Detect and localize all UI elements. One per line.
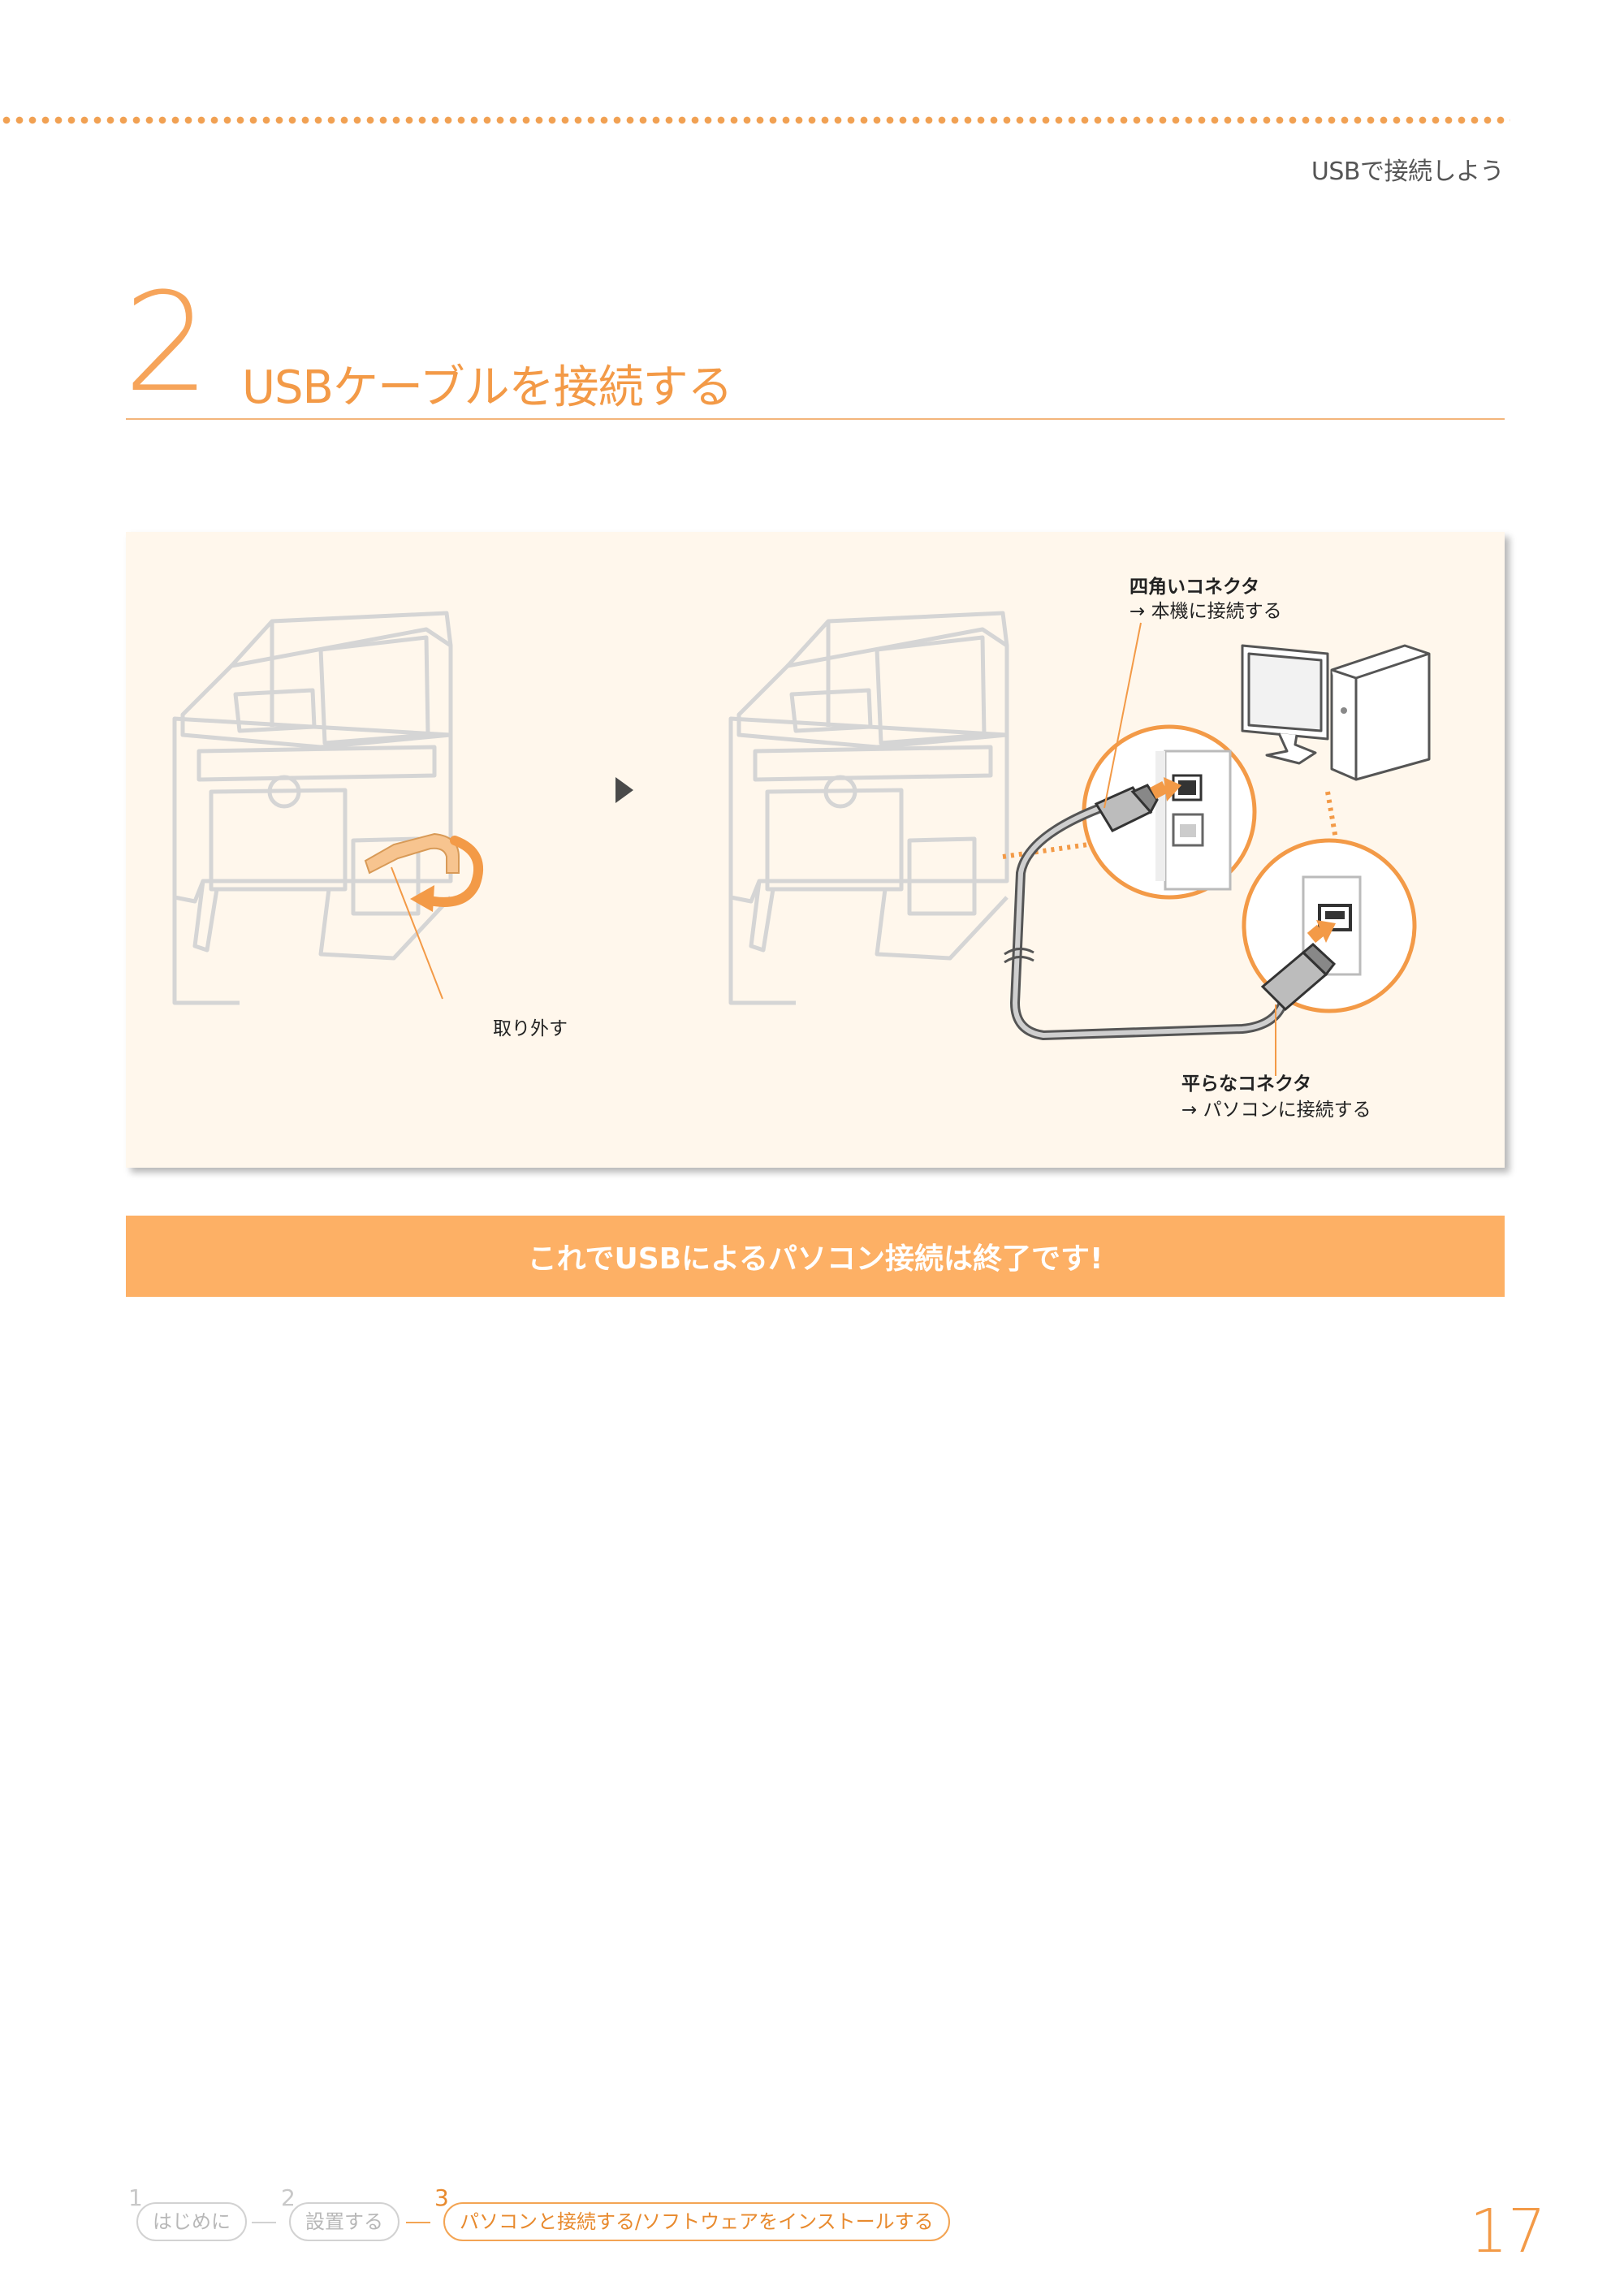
flat-connector-note: → パソコンに接続する [1181,1099,1371,1121]
square-usb-plug [1094,784,1159,832]
step-title: USBケーブルを接続する [242,361,733,414]
insert-arrow-pc [1307,924,1326,944]
footer-step-3[interactable]: パソコンと接続する/ソフトウェアをインストールする [443,2202,950,2241]
footer-connector-2 [406,2222,430,2223]
footer-step-3-number: 3 [434,2184,449,2211]
computer-illustration [1241,644,1431,781]
footer-step-1-number: 1 [128,2184,143,2211]
remove-label: 取り外す [493,1018,568,1039]
footer-step-2[interactable]: 設置する [289,2202,400,2241]
page-number: 17 [1469,2197,1546,2266]
illustration-svg [172,611,1431,1076]
completion-banner: これでUSBによるパソコン接続は終了です! [126,1216,1505,1297]
printer-illustration-left [172,611,453,1005]
flat-usb-plug [1260,943,1337,1012]
zoom-circle-device-port [1082,724,1257,900]
illustration-panel: 取り外す 四角いコネクタ → 本機に接続する 平らなコネクタ → パソコンに接続… [126,532,1505,1168]
next-step-arrow-icon [615,777,633,803]
footer-step-2-number: 2 [281,2184,296,2211]
footer-connector-1 [252,2222,276,2223]
square-connector-title: 四角いコネクタ [1129,577,1260,598]
square-connector-note: → 本機に接続する [1129,601,1282,622]
insert-arrow-device [1150,780,1168,800]
section-title: USBで接続しよう [1311,158,1505,186]
footer-step-nav: 1 はじめに 2 設置する 3 パソコンと接続する/ソフトウェアをインストールす… [122,2184,1177,2249]
dotted-divider [0,116,1510,124]
title-underline [126,418,1505,420]
tape-strip [364,832,460,875]
flat-connector-title: 平らなコネクタ [1181,1074,1312,1095]
printer-illustration-right [728,611,1009,1005]
remove-arrow [417,836,483,907]
footer-step-1[interactable]: はじめに [136,2202,247,2241]
step-number: 2 [123,263,210,422]
